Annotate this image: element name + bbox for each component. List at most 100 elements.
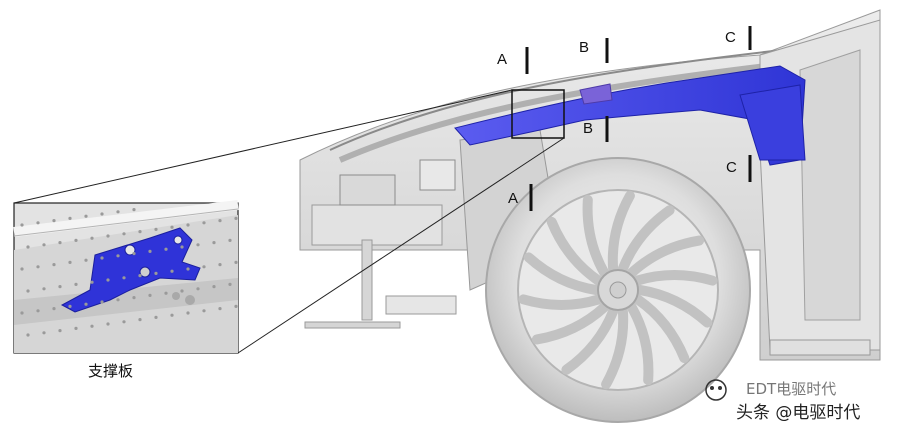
inset-rivet: [42, 243, 46, 247]
section-markers: [525, 26, 752, 211]
label-c-low: C: [726, 159, 737, 176]
inset-rivet: [26, 333, 30, 337]
inset-rivet: [20, 267, 24, 271]
inset-rivet: [36, 309, 40, 313]
inset-rivet: [106, 322, 110, 326]
inset-rivet: [170, 225, 174, 229]
inset-rivet: [170, 313, 174, 317]
wheel-spoke: [518, 294, 604, 310]
inset-rivet: [180, 289, 184, 293]
label-b-top: B: [579, 39, 590, 56]
watermark-line2: 头条 @电驱时代: [736, 403, 861, 423]
inset-rivet: [84, 258, 88, 262]
wheel-spoke: [601, 306, 629, 390]
wheel-spokes: [518, 190, 718, 390]
inset-rivet: [154, 315, 158, 319]
inset-rivet: [74, 282, 78, 286]
inset-rivet: [116, 210, 120, 214]
inset-rivet: [116, 298, 120, 302]
inset-rivet: [228, 238, 232, 242]
inset-rivet: [116, 254, 120, 258]
wheel-spoke: [607, 190, 635, 274]
front-wheel: [485, 157, 751, 423]
inset-rivet: [218, 263, 222, 267]
inset-rivet: [106, 278, 110, 282]
inset-rivet: [68, 216, 72, 220]
wheel-spoke: [632, 294, 690, 364]
inset-rivet: [26, 245, 30, 249]
inset-rivet: [42, 331, 46, 335]
inset-rivet: [138, 274, 142, 278]
inset-rivet: [90, 324, 94, 328]
inset-rivet: [122, 320, 126, 324]
wheel-spoke: [531, 302, 610, 345]
inset-rivet: [52, 307, 56, 311]
inset-rivet: [42, 287, 46, 291]
leader-line-top: [13, 89, 513, 204]
inset-rivet: [218, 307, 222, 311]
wheel-spoke: [523, 252, 601, 295]
inset-rivet: [58, 285, 62, 289]
inset-rivet: [154, 227, 158, 231]
inset-rivet: [180, 245, 184, 249]
inset-rivet: [202, 265, 206, 269]
inset-rivet: [164, 291, 168, 295]
inset-rivet: [196, 243, 200, 247]
inset-rivet: [186, 223, 190, 227]
inset-rivet: [20, 311, 24, 315]
inset-rivet: [138, 230, 142, 234]
label-b-low: B: [583, 120, 594, 137]
inset-rivet: [74, 238, 78, 242]
inset-rivet: [100, 300, 104, 304]
inset-rivet: [36, 265, 40, 269]
inset-rivet: [90, 280, 94, 284]
wheel-spoke: [546, 216, 604, 286]
wheel-spoke: [632, 270, 718, 286]
inset-rivet: [26, 289, 30, 293]
inset-rivet: [36, 221, 40, 225]
label-a-low: A: [508, 190, 519, 207]
fender-support-highlight: [454, 65, 806, 166]
inset-rivet: [52, 219, 56, 223]
inset-detail: [13, 200, 239, 354]
inset-rivet: [90, 236, 94, 240]
inset-rivet: [186, 267, 190, 271]
inset-rivet: [132, 208, 136, 212]
inset-rivet: [84, 302, 88, 306]
watermark-line1: EDT电驱时代: [746, 380, 837, 398]
wheel-spoke: [617, 205, 675, 274]
inset-rivet: [138, 318, 142, 322]
wheel-spoke: [626, 235, 705, 278]
inset-rivet: [202, 221, 206, 225]
inset-rivet: [132, 252, 136, 256]
inset-rivet: [20, 223, 24, 227]
inset-rivet: [202, 309, 206, 313]
inset-rivet: [228, 282, 232, 286]
inset-rivet: [122, 232, 126, 236]
wheel-spoke: [635, 285, 713, 328]
inset-rivet: [170, 269, 174, 273]
watermark-icon: [705, 379, 727, 401]
inset-rivet: [196, 287, 200, 291]
inset-rivet: [218, 219, 222, 223]
wheel-spoke: [582, 194, 610, 278]
inset-rivet: [68, 304, 72, 308]
inset-caption: 支撑板: [88, 362, 134, 380]
inset-rivet: [132, 296, 136, 300]
inset-rivet: [234, 304, 238, 308]
inset-rivet: [52, 263, 56, 267]
inset-rivet: [74, 326, 78, 330]
inset-rivet: [234, 216, 238, 220]
wheel-spoke: [626, 302, 654, 386]
inset-rivet: [164, 247, 168, 251]
inset-rivets: [20, 208, 238, 337]
wheel-spoke: [561, 306, 619, 375]
inset-rivet: [84, 214, 88, 218]
inset-rivet: [234, 260, 238, 264]
inset-rivet: [58, 241, 62, 245]
inset-rivet: [186, 311, 190, 315]
inset-rivet: [148, 293, 152, 297]
inset-rivet: [212, 241, 216, 245]
detail-source-box: [511, 89, 565, 139]
